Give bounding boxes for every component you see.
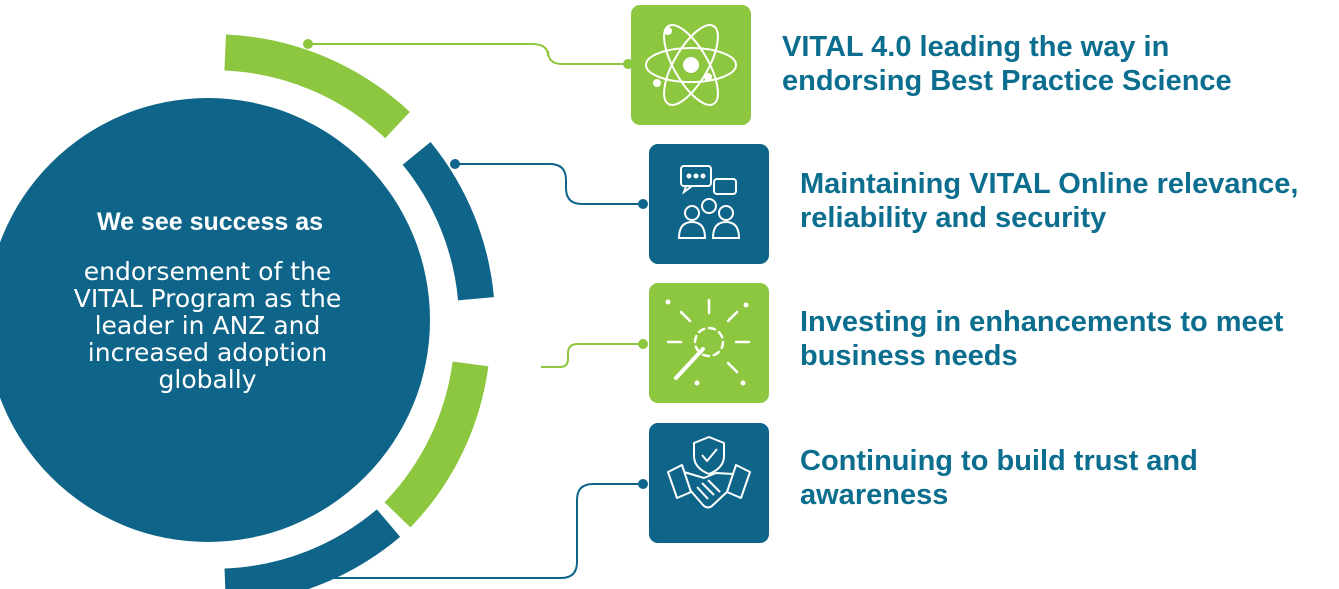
center-body-line: increased adoption — [87, 338, 328, 367]
item-label-line: reliability and security — [800, 202, 1107, 234]
item-label-line: endorsing Best Practice Science — [782, 65, 1232, 97]
center-body: endorsement of the VITAL Program as the … — [35, 258, 380, 393]
item-label-1: VITAL 4.0 leading the way in endorsing B… — [782, 30, 1322, 98]
magic-wand-icon — [665, 298, 751, 386]
arc-segment-2 — [402, 142, 494, 301]
item-label-line: Maintaining VITAL Online relevance, — [800, 168, 1299, 200]
center-circle — [0, 98, 430, 542]
connector-3 — [541, 339, 648, 368]
item-label-4: Continuing to build trust and awareness — [800, 444, 1339, 512]
item-label-line: business needs — [800, 340, 1018, 372]
item-label-line: awareness — [800, 479, 949, 511]
center-heading: We see success as — [96, 208, 324, 236]
item-label-3: Investing in enhancements to meet busine… — [800, 305, 1339, 373]
arc-segment-4 — [224, 509, 401, 589]
atom-icon — [645, 24, 737, 106]
connector-1 — [303, 39, 633, 69]
arc-segment-3 — [384, 361, 489, 528]
item-label-line: Investing in enhancements to meet — [800, 306, 1284, 338]
center-body-line: globally — [158, 365, 257, 394]
item-label-line: VITAL 4.0 leading the way in — [782, 31, 1170, 63]
item-label-2: Maintaining VITAL Online relevance, reli… — [800, 167, 1339, 235]
handshake-shield-icon — [667, 436, 751, 509]
center-body-line: leader in ANZ and — [94, 311, 321, 340]
people-chat-icon — [677, 165, 741, 239]
icon-box-4 — [649, 423, 769, 543]
connector-4 — [313, 479, 648, 583]
center-body-line: VITAL Program as the — [73, 284, 342, 313]
center-body-line: endorsement of the — [83, 257, 332, 286]
connector-2 — [450, 159, 648, 209]
arc-segment-1 — [224, 34, 410, 139]
icon-box-2 — [649, 144, 769, 264]
item-label-line: Continuing to build trust and — [800, 445, 1198, 477]
